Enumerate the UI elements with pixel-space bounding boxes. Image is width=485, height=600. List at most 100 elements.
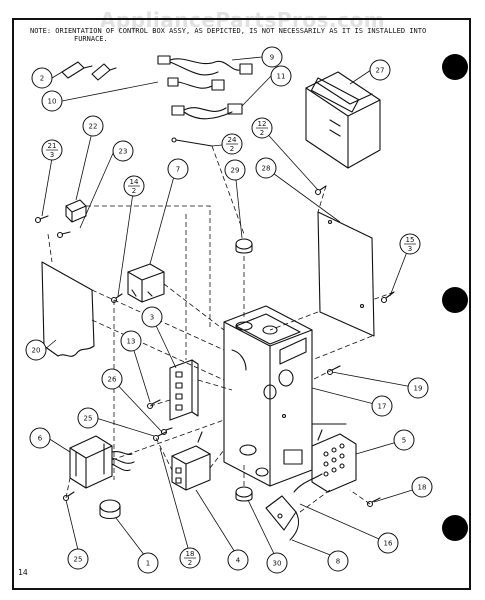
callout-28: 28 bbox=[255, 157, 277, 179]
svg-text:2: 2 bbox=[188, 559, 192, 567]
svg-text:14: 14 bbox=[130, 178, 139, 186]
svg-text:9: 9 bbox=[270, 54, 274, 62]
callout-25-top: 25 bbox=[77, 407, 99, 429]
wire-harness-9-part bbox=[157, 55, 253, 91]
binder-hole-middle bbox=[442, 287, 468, 313]
transformer-6-part bbox=[69, 435, 135, 489]
callout-13: 13 bbox=[120, 330, 142, 352]
binder-hole-top bbox=[442, 54, 468, 80]
svg-text:2: 2 bbox=[260, 129, 264, 137]
grommet-30-part bbox=[235, 486, 253, 502]
callout-12-2: 12 2 bbox=[251, 117, 273, 139]
callout-7: 7 bbox=[167, 158, 189, 180]
svg-text:18: 18 bbox=[418, 484, 427, 492]
note-label: NOTE: bbox=[30, 27, 52, 35]
bracket-8-part bbox=[265, 473, 323, 541]
svg-text:30: 30 bbox=[273, 560, 282, 568]
svg-text:2: 2 bbox=[230, 145, 234, 153]
svg-text:29: 29 bbox=[231, 167, 240, 175]
svg-text:3: 3 bbox=[50, 151, 54, 159]
screw-25-top-part bbox=[152, 431, 167, 442]
callout-16: 16 bbox=[377, 532, 399, 554]
svg-text:13: 13 bbox=[127, 338, 136, 346]
svg-text:3: 3 bbox=[150, 314, 154, 322]
callout-9: 9 bbox=[261, 46, 283, 68]
svg-text:25: 25 bbox=[84, 415, 93, 423]
svg-text:5: 5 bbox=[402, 437, 406, 445]
svg-text:28: 28 bbox=[262, 165, 271, 173]
svg-text:16: 16 bbox=[384, 540, 393, 548]
svg-text:19: 19 bbox=[414, 385, 423, 393]
control-module-27-part bbox=[305, 71, 381, 169]
callout-26: 26 bbox=[101, 368, 123, 390]
svg-text:11: 11 bbox=[277, 73, 286, 81]
orientation-note: NOTE: ORIENTATION OF CONTROL BOX ASSY, A… bbox=[30, 27, 460, 43]
callout-3: 3 bbox=[141, 306, 163, 328]
svg-text:23: 23 bbox=[119, 148, 128, 156]
svg-text:3: 3 bbox=[408, 245, 412, 253]
pin-24-part bbox=[171, 137, 213, 147]
svg-text:20: 20 bbox=[32, 347, 41, 355]
callout-22: 22 bbox=[82, 115, 104, 137]
svg-text:6: 6 bbox=[38, 435, 43, 443]
callout-2: 2 bbox=[31, 67, 53, 89]
svg-text:25: 25 bbox=[74, 556, 83, 564]
grommet-29-part bbox=[235, 238, 253, 254]
wire-connectors-part bbox=[61, 61, 117, 81]
diagram-frame bbox=[12, 18, 471, 590]
screw-21-part bbox=[34, 215, 49, 224]
wire-harness-11-part bbox=[171, 103, 243, 120]
svg-text:2: 2 bbox=[132, 187, 136, 195]
callout-27: 27 bbox=[369, 59, 391, 81]
callout-20: 20 bbox=[25, 339, 47, 361]
screw-15-part bbox=[380, 291, 395, 304]
callout-15-3: 15 3 bbox=[399, 233, 421, 255]
page-number: 14 bbox=[18, 568, 28, 577]
callout-bubbles: 2 9 27 10 11 22 bbox=[25, 46, 433, 574]
callout-30: 30 bbox=[266, 552, 288, 574]
screw-16-part bbox=[366, 497, 381, 508]
svg-text:15: 15 bbox=[406, 236, 415, 244]
svg-text:1: 1 bbox=[146, 560, 150, 568]
callout-29: 29 bbox=[224, 159, 246, 181]
svg-text:8: 8 bbox=[336, 558, 340, 566]
callout-4: 4 bbox=[227, 549, 249, 571]
bracket-22-part bbox=[65, 199, 87, 223]
svg-text:18: 18 bbox=[186, 550, 195, 558]
svg-text:7: 7 bbox=[176, 166, 180, 174]
circuit-board-28-part bbox=[317, 211, 375, 337]
callout-18-2: 18 2 bbox=[179, 547, 201, 569]
callout-8: 8 bbox=[327, 550, 349, 572]
svg-text:10: 10 bbox=[48, 98, 57, 106]
callout-11: 11 bbox=[270, 65, 292, 87]
callout-17: 17 bbox=[371, 395, 393, 417]
svg-text:27: 27 bbox=[376, 67, 385, 75]
callout-21-3: 21 3 bbox=[41, 139, 63, 161]
svg-text:21: 21 bbox=[48, 142, 57, 150]
callout-25-bottom: 25 bbox=[67, 548, 89, 570]
terminal-block-3-part bbox=[169, 359, 199, 421]
control-box-body-part bbox=[223, 305, 313, 487]
callout-10: 10 bbox=[41, 90, 63, 112]
callout-23: 23 bbox=[112, 140, 134, 162]
callout-19: 19 bbox=[407, 377, 429, 399]
callout-18-right: 18 bbox=[411, 476, 433, 498]
cover-plate-20-part bbox=[41, 261, 95, 357]
relay-7-part bbox=[127, 263, 165, 303]
svg-text:2: 2 bbox=[40, 75, 44, 83]
screw-23-part bbox=[56, 231, 71, 239]
screw-13-part bbox=[146, 399, 161, 410]
binder-hole-bottom bbox=[442, 515, 468, 541]
svg-text:17: 17 bbox=[378, 403, 387, 411]
screw-25-bottom-part bbox=[62, 491, 75, 502]
svg-text:22: 22 bbox=[89, 123, 98, 131]
callout-6: 6 bbox=[29, 427, 51, 449]
watermark: AppliancePartsPros.com bbox=[99, 8, 386, 32]
svg-text:24: 24 bbox=[228, 136, 237, 144]
note-line-2: FURNACE. bbox=[74, 35, 108, 43]
switch-plate-5-part bbox=[311, 423, 357, 493]
svg-text:4: 4 bbox=[236, 557, 241, 565]
grommet-1-part bbox=[99, 499, 121, 520]
